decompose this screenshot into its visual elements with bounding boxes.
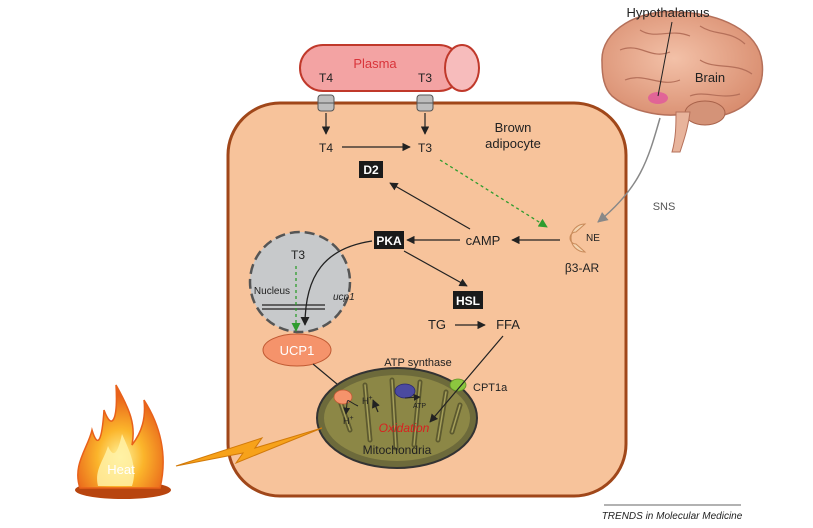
d2-label: D2 <box>363 163 379 177</box>
ffa-label: FFA <box>496 317 520 332</box>
camp-label: cAMP <box>466 233 501 248</box>
ucp1-channel <box>333 389 353 405</box>
footer-source: TRENDS in Molecular Medicine <box>602 511 743 522</box>
atp-synthase-complex <box>394 383 416 399</box>
mitochondria <box>316 367 478 469</box>
ne-label: NE <box>586 233 600 244</box>
hypothalamus-label: Hypothalamus <box>626 5 710 20</box>
nucleus-label: Nucleus <box>254 286 290 297</box>
atp-synthase-arrow <box>404 393 421 401</box>
t4-transporter <box>317 94 335 112</box>
pka-to-hsl-arrow <box>403 250 468 287</box>
t3-transporter <box>416 94 434 112</box>
cell-t3: T3 <box>418 141 432 155</box>
cell-t4: T4 <box>319 141 333 155</box>
pka-to-ucp1-arrow <box>300 240 373 326</box>
atp-synthase-label: ATP synthase <box>384 357 451 369</box>
hsl-label: HSL <box>456 294 480 308</box>
mitochondria-label: Mitochondria <box>363 443 432 457</box>
proton-gradient-arrow <box>372 399 380 413</box>
proton-out-label: H+ <box>343 415 354 426</box>
nucleus-t3: T3 <box>291 248 305 262</box>
proton-in-label: H+ <box>362 395 373 406</box>
pka-label: PKA <box>376 234 402 248</box>
cell-label-line2: adipocyte <box>485 136 541 151</box>
sns-label: SNS <box>653 201 676 213</box>
nucleus <box>248 230 352 334</box>
plasma-vessel <box>299 44 480 92</box>
fire-icon <box>75 384 171 499</box>
beta3-ar-label: β3-AR <box>565 261 600 275</box>
ucp1-oval <box>262 333 332 367</box>
cpt1a-label: CPT1a <box>473 382 508 394</box>
plasma-label: Plasma <box>353 56 397 71</box>
ffa-to-mito-arrow <box>429 335 504 423</box>
tg-label: TG <box>428 317 446 332</box>
brain-illustration <box>601 10 764 153</box>
ucp1-gene-dna <box>262 304 325 310</box>
plasma-t4: T4 <box>319 71 333 85</box>
pka-box <box>374 231 404 249</box>
d2-box <box>359 161 383 178</box>
hsl-box <box>453 291 483 309</box>
camp-to-d2-arrow <box>389 182 471 230</box>
heat-label: Heat <box>107 462 135 477</box>
ucp1-gene-label: ucp1 <box>333 292 355 303</box>
atp-label: ATP <box>413 403 426 410</box>
sns-nerve-arrow <box>597 117 661 223</box>
beta3-ar-receptor <box>569 223 587 253</box>
brain-label: Brain <box>695 70 725 85</box>
hypothalamus-pointer <box>657 21 673 97</box>
cell-label-line1: Brown <box>495 120 532 135</box>
plasma-t3: T3 <box>418 71 432 85</box>
proton-leak-arrow <box>343 400 359 415</box>
heat-lightning-bolt <box>175 427 323 467</box>
oxidation-label: Oxidation <box>379 421 430 435</box>
cpt1a-transporter <box>449 378 467 392</box>
ucp1-label: UCP1 <box>280 343 315 358</box>
